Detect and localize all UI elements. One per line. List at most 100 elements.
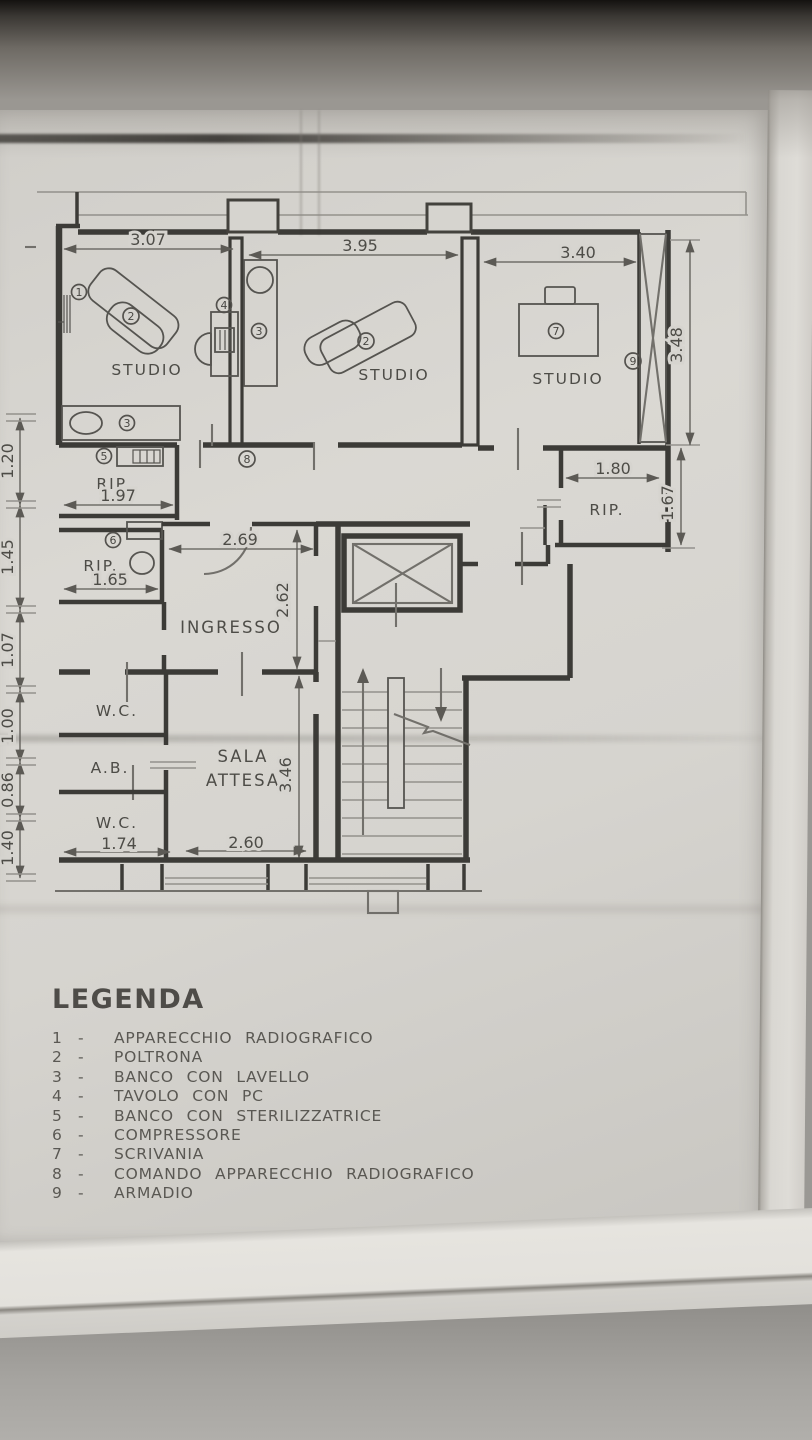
label-ingresso: INGRESSO — [180, 618, 282, 637]
marker-5: 5 — [95, 447, 113, 465]
left-dimension-chain: 1.20 1.45 1.07 1.00 0.86 1.40 — [0, 245, 36, 882]
boiler — [129, 551, 155, 575]
floor-plan-paper — [0, 110, 772, 1252]
legend-item: 1-APPARECCHIO RADIOGRAFICO — [52, 1029, 374, 1047]
staircase — [342, 668, 471, 860]
room-rip-2: 6 RIP. 1.65 — [59, 521, 167, 672]
label-studio-2: STUDIO — [358, 366, 429, 384]
room-rip-3: 1.80 RIP. 1.67 — [537, 447, 695, 549]
dim-chain-0: 1.20 — [0, 443, 17, 479]
stairs-break-line — [393, 713, 471, 746]
dim-rip2-width: 1.65 — [92, 570, 128, 589]
door-arc — [203, 526, 253, 576]
label-ab: A.B. — [91, 759, 130, 777]
dental-chair — [303, 300, 417, 375]
armadio-cabinet — [637, 232, 668, 444]
room-ingresso: 2.69 2.62 INGRESSO — [162, 521, 470, 672]
label-rip-1: RIP. — [96, 475, 131, 493]
dim-sala-height: 3.46 — [276, 757, 295, 793]
sterilizer-bench — [116, 446, 164, 467]
dim-chain-1: 1.45 — [0, 539, 17, 575]
wall-studio1-studio2 — [228, 236, 244, 447]
label-sala-attesa-1: SALA — [218, 747, 269, 766]
dim-ingresso-width: 2.69 — [222, 530, 258, 549]
dental-chair — [87, 267, 180, 355]
marker-8: 8 — [238, 450, 256, 468]
dim-studio1-width: 3.07 — [130, 230, 166, 249]
landing-walls — [460, 505, 573, 681]
svg-text:5: 5 — [101, 450, 108, 463]
legend-item: 2-POLTRONA — [52, 1048, 204, 1067]
dim-right-height: 3.48 — [664, 239, 700, 446]
label-sala-attesa-2: ATTESA — [206, 771, 280, 790]
svg-text:6: 6 — [110, 534, 117, 547]
dim-sala-width: 2.60 — [228, 833, 264, 852]
legend-item: 3-BANCO CON LAVELLO — [52, 1067, 310, 1086]
dim-studio3-width: 3.40 — [560, 243, 596, 262]
balcony-lines — [37, 191, 748, 228]
legend-item: 8-COMANDO APPARECCHIO RADIOGRAFICO — [52, 1164, 475, 1183]
paper-streak — [318, 110, 320, 235]
svg-text:4: 4 — [221, 299, 228, 312]
wall-studio2-studio3 — [460, 236, 480, 447]
marker-6: 6 — [104, 531, 122, 549]
dim-chain-5: 1.40 — [0, 830, 17, 866]
legend-title: LEGENDA — [52, 984, 205, 1015]
label-studio-3: STUDIO — [532, 370, 603, 388]
label-rip-2: RIP. — [83, 557, 118, 575]
paper-crease — [0, 905, 772, 913]
svg-text:7: 7 — [553, 325, 560, 338]
legend-item: 5-BANCO CON STERILIZZATRICE — [52, 1106, 383, 1125]
svg-text:3: 3 — [124, 417, 131, 430]
marker-9: 9 — [624, 352, 642, 370]
legend-item: 6-COMPRESSORE — [52, 1126, 242, 1145]
stairs-down-arrow — [435, 707, 447, 722]
lower-rooms: W.C. A.B. W.C. SALA ATTESA 1.74 2.60 3.4… — [59, 652, 319, 862]
label-wc-2: W.C. — [96, 814, 138, 832]
room-studio-3: 3.40 STUDIO 7 9 — [483, 240, 642, 388]
marker-7: 7 — [547, 322, 565, 340]
elevator — [341, 533, 463, 627]
paper-crease — [0, 735, 772, 742]
svg-text:2: 2 — [128, 310, 135, 323]
dim-wc-width: 1.74 — [101, 834, 137, 853]
marker-3: 3 — [250, 322, 268, 340]
room-studio-2: 3.95 STUDIO 3 2 — [243, 233, 459, 387]
marker-3: 3 — [118, 414, 136, 432]
dim-rip3-height: 1.67 — [658, 485, 677, 521]
room-studio-1: 3.07 STUDIO 1 2 4 3 — [58, 227, 239, 441]
dim-rip3-width: 1.80 — [595, 459, 631, 478]
marker-1: 1 — [70, 283, 88, 301]
legend-item: 9-ARMADIO — [52, 1184, 194, 1203]
label-rip-3: RIP. — [589, 501, 624, 519]
sink-bench — [61, 405, 181, 441]
sink-bench — [243, 259, 278, 387]
svg-text:8: 8 — [244, 453, 251, 466]
dim-chain-3: 1.00 — [0, 708, 17, 744]
svg-text:2: 2 — [363, 335, 370, 348]
entry-step — [366, 889, 400, 915]
dim-studio2-width: 3.95 — [342, 236, 378, 255]
dim-rip1-width: 1.97 — [100, 486, 136, 505]
stairs-up-arrow — [357, 668, 369, 683]
writing-desk — [518, 286, 599, 357]
picture-frame-right — [757, 90, 812, 1256]
legend-item: 7-SCRIVANIA — [52, 1145, 205, 1164]
svg-text:1: 1 — [76, 286, 83, 299]
svg-text:9: 9 — [630, 355, 637, 368]
corridor-walls — [59, 424, 668, 470]
svg-text:3: 3 — [256, 325, 263, 338]
shaft-walls — [318, 524, 341, 860]
paper-streak — [300, 110, 302, 235]
marker-4: 4 — [215, 296, 233, 314]
legend-item: 4-TAVOLO CON PC — [52, 1087, 264, 1106]
room-rip-1: 5 RIP. 1.97 — [59, 445, 180, 520]
label-wc-1: W.C. — [96, 702, 138, 720]
svg-text:3.48: 3.48 — [667, 327, 686, 363]
bottom-walls — [55, 857, 482, 915]
xray-unit — [58, 295, 71, 333]
dim-ingresso-height: 2.62 — [273, 582, 292, 618]
legend: LEGENDA 1-APPARECCHIO RADIOGRAFICO 2-POL… — [52, 984, 474, 1204]
dim-chain-4: 0.86 — [0, 772, 17, 808]
